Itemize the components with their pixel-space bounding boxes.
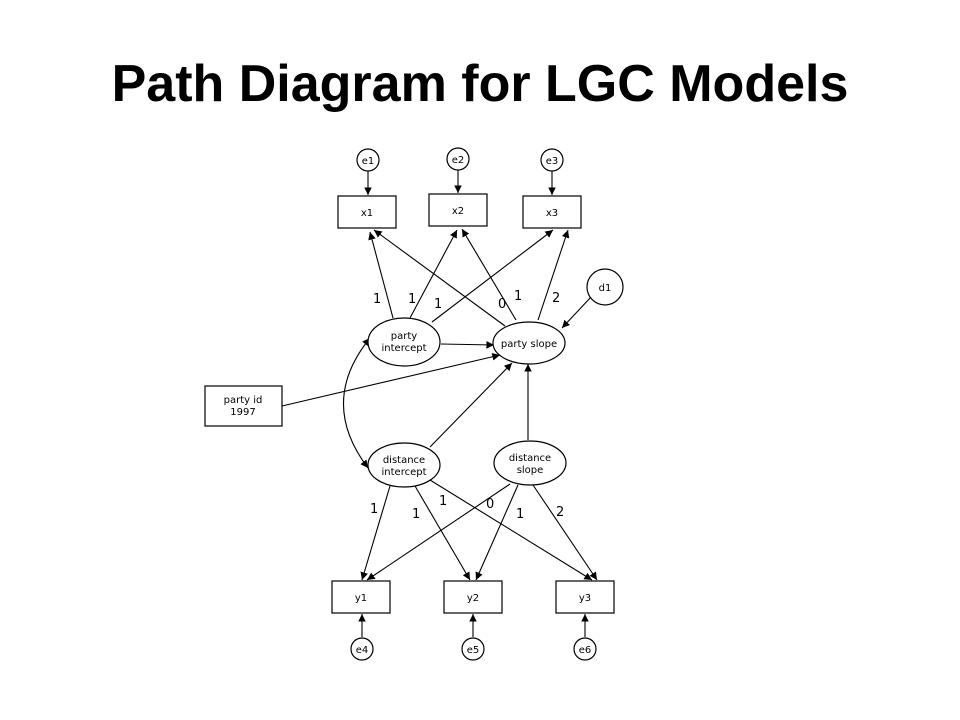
svg-text:intercept: intercept xyxy=(382,343,427,354)
edge-pid-ps xyxy=(281,353,501,407)
page-title: Path Diagram for LGC Models xyxy=(111,55,849,113)
node-distance-slope: distance slope xyxy=(493,440,567,486)
edge-ps-x3 xyxy=(537,229,570,321)
edge-pi-ps xyxy=(440,341,495,349)
edge-ps-x2 xyxy=(461,228,517,321)
node-party-intercept: party intercept xyxy=(367,317,441,367)
svg-text:slope: slope xyxy=(517,465,544,476)
node-y3: y3 xyxy=(555,580,615,614)
label-ps-x2: 1 xyxy=(514,289,522,304)
node-party-slope: party slope xyxy=(492,321,566,365)
edge-pi-di-covariance xyxy=(343,337,371,469)
edges xyxy=(281,170,598,637)
edge-ps-x1 xyxy=(373,229,506,327)
label-pi-x1: 1 xyxy=(373,292,381,307)
edge-di-y3 xyxy=(429,479,593,581)
node-e6: e6 xyxy=(573,637,597,661)
label-di-y1: 1 xyxy=(370,502,378,517)
node-e3: e3 xyxy=(540,148,564,172)
svg-text:party slope: party slope xyxy=(501,339,557,350)
edge-pi-x3 xyxy=(431,229,554,323)
label-pi-x3: 1 xyxy=(434,297,442,312)
label-ds-y1: 0 xyxy=(486,497,494,512)
svg-text:y3: y3 xyxy=(579,593,591,604)
label-di-y3: 1 xyxy=(439,494,447,509)
svg-text:e5: e5 xyxy=(467,645,480,656)
svg-text:1997: 1997 xyxy=(230,407,255,418)
label-pi-x2: 1 xyxy=(408,292,416,307)
svg-text:e2: e2 xyxy=(452,155,465,166)
node-e2: e2 xyxy=(446,147,470,171)
label-ps-x1: 0 xyxy=(498,297,506,312)
svg-text:e4: e4 xyxy=(356,645,369,656)
node-e1: e1 xyxy=(356,148,380,172)
edge-ds-y1 xyxy=(366,483,511,581)
svg-text:x1: x1 xyxy=(361,208,373,219)
svg-text:distance: distance xyxy=(383,455,425,466)
node-e4: e4 xyxy=(350,637,374,661)
node-distance-intercept: distance intercept xyxy=(367,442,441,488)
svg-text:x2: x2 xyxy=(452,206,464,217)
edge-di-y1 xyxy=(360,485,391,581)
svg-text:intercept: intercept xyxy=(382,467,427,478)
svg-text:d1: d1 xyxy=(599,283,612,294)
svg-text:x3: x3 xyxy=(546,208,558,219)
label-ds-y2: 1 xyxy=(516,507,524,522)
svg-text:party id: party id xyxy=(224,395,263,406)
node-y1: y1 xyxy=(331,580,391,614)
path-labels: 1 1 1 0 1 2 1 1 1 0 1 2 xyxy=(370,289,564,522)
node-x1: x1 xyxy=(337,195,397,229)
nodes: e1 e2 e3 x1 x2 x3 d1 xyxy=(204,147,624,661)
edge-pi-x1 xyxy=(368,231,394,319)
node-y2: y2 xyxy=(443,580,503,614)
edge-di-ps xyxy=(429,362,513,448)
label-di-y2: 1 xyxy=(412,507,420,522)
svg-text:e6: e6 xyxy=(579,645,592,656)
node-d1: d1 xyxy=(586,268,624,306)
node-party-id-1997: party id 1997 xyxy=(204,385,283,427)
svg-text:distance: distance xyxy=(509,453,551,464)
edge-di-y2 xyxy=(414,485,471,581)
node-e5: e5 xyxy=(461,637,485,661)
label-ps-x3: 2 xyxy=(552,291,560,306)
edge-d1-ps xyxy=(561,296,592,329)
svg-text:y2: y2 xyxy=(467,593,479,604)
svg-text:e3: e3 xyxy=(546,156,559,167)
svg-text:e1: e1 xyxy=(362,156,375,167)
edge-ds-y2 xyxy=(475,484,519,581)
svg-text:party: party xyxy=(391,331,418,342)
svg-text:y1: y1 xyxy=(355,593,367,604)
node-x2: x2 xyxy=(428,193,488,227)
node-x3: x3 xyxy=(522,195,582,229)
edge-ds-y3 xyxy=(532,484,598,581)
label-ds-y3: 2 xyxy=(556,505,564,520)
